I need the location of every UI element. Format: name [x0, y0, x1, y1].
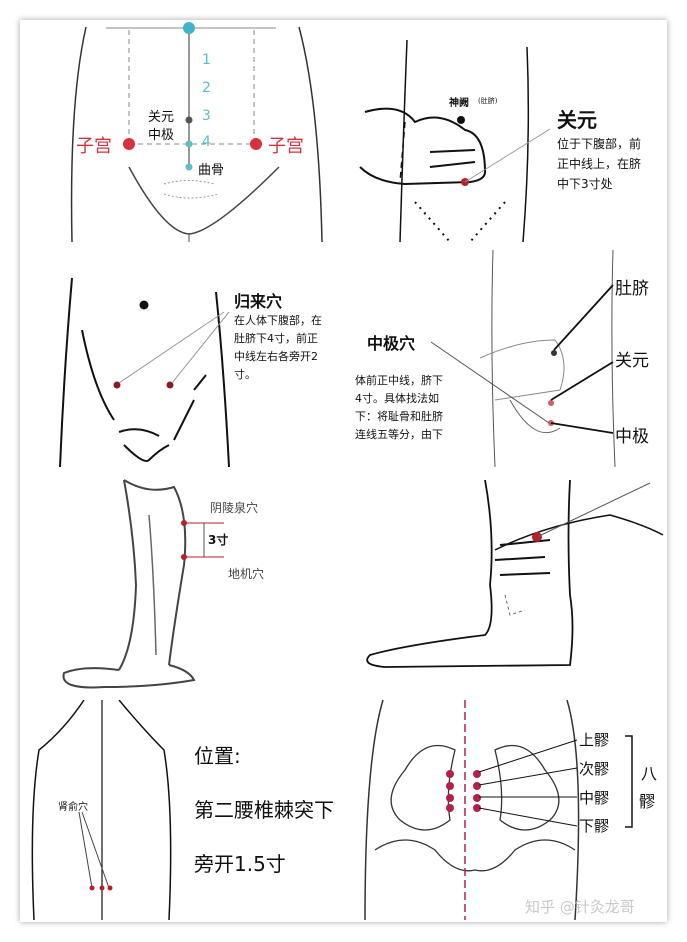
guilai-right-point	[166, 381, 174, 389]
label-ciliao: 次髎	[579, 760, 610, 778]
scale-1: 1	[202, 52, 211, 68]
label-qugu: 曲骨	[198, 163, 225, 178]
scale-4: 4	[202, 134, 211, 150]
panel-shenshu: 肾俞穴 位置: 第二腰椎棘突下 旁开1.5寸	[24, 700, 342, 920]
hand-on-abdomen-drawing	[359, 39, 551, 242]
label-zigong-left: 子宫	[76, 136, 112, 157]
navel-point	[183, 22, 195, 34]
position-line-2: 旁开1.5寸	[194, 852, 286, 876]
panel-baliao: 上髎 次髎 中髎 下髎 八 髎 知乎 @针灸龙哥	[345, 700, 665, 920]
guanyuan-desc-3: 中下3寸处	[557, 177, 613, 191]
scale-2: 2	[202, 80, 211, 96]
panel-ankle-hand	[345, 475, 665, 695]
guilai-desc-4: 寸。	[234, 368, 256, 381]
position-line-1: 第二腰椎棘突下	[194, 798, 334, 822]
label-zhongji: 中极	[148, 128, 175, 143]
zhongji-title: 中极穴	[367, 334, 416, 353]
label-guanyuan: 关元	[615, 351, 649, 371]
label-zhongliao: 中髎	[579, 789, 610, 807]
diji-point	[181, 554, 187, 560]
panel-zhongji: 中极穴 体前正中线，脐下 4寸。具体找法如 下：将耻骨和肚脐 连线五等分，由下 …	[345, 250, 665, 467]
scale-3: 3	[202, 108, 211, 124]
label-shenque: 神阙	[449, 98, 469, 109]
label-shenshu: 肾俞穴	[58, 802, 88, 813]
lower-leg-hand-drawing	[366, 479, 664, 668]
zhongji-desc-4: 连线五等分，由下	[355, 428, 443, 441]
watermark: 知乎 @针灸龙哥	[525, 898, 635, 916]
guanyuan-point	[548, 400, 554, 406]
zhongji-desc-3: 下：将耻骨和肚脐	[355, 410, 443, 423]
baliao-points	[446, 770, 481, 812]
group-label-liao: 髎	[639, 792, 656, 811]
guilai-desc-3: 中线左右各旁开2	[234, 350, 318, 363]
leg-bone-drawing	[62, 479, 224, 689]
group-label-ba: 八	[641, 764, 658, 783]
label-zhongji: 中极	[615, 427, 649, 447]
guanyuan-title: 关元	[557, 108, 597, 132]
label-yinlingquan: 阴陵泉穴	[210, 501, 259, 515]
label-navel: 肚脐	[615, 279, 649, 299]
pelvis-drawing	[364, 700, 633, 920]
yinlingquan-point	[181, 520, 187, 526]
label-xialiao: 下髎	[579, 817, 610, 835]
guilai-title: 归来穴	[234, 292, 283, 311]
label-zigong-right: 子宫	[268, 136, 304, 157]
panel-guilai: 归来穴 在人体下腹部，在 肚脐下4寸，前正 中线左右各旁开2 寸。	[24, 250, 342, 467]
zigong-right-point	[250, 138, 262, 150]
label-shangliao: 上髎	[579, 731, 610, 749]
guilai-desc-1: 在人体下腹部，在	[234, 314, 322, 327]
panel-guanyuan-zigong: 1 2 3 4 关元 中极 曲骨 子宫 子宫	[24, 22, 342, 242]
shenshu-right-point	[107, 885, 113, 891]
guanyuan-desc-1: 位于下腹部，前	[557, 137, 642, 151]
label-diji: 地机穴	[228, 567, 265, 581]
label-distance: 3寸	[208, 533, 229, 547]
lower-abdomen-front-drawing	[70, 22, 323, 242]
panel-diji: 阴陵泉穴 3寸 地机穴	[24, 475, 342, 695]
back-drawing	[31, 700, 172, 920]
zhongji-desc-1: 体前正中线，脐下	[355, 374, 443, 387]
zhongji-abdomen-drawing	[430, 250, 616, 467]
guilai-abdomen-drawing	[59, 277, 230, 467]
zhongji-desc-2: 4寸。具体找法如	[355, 392, 439, 405]
guilai-desc-2: 肚脐下4寸，前正	[234, 332, 318, 345]
panel-guanyuan-hand: 神阙 (肚脐) 关元 位于下腹部，前 正中线上，在脐 中下3寸处	[345, 22, 665, 242]
guanyuan-desc-2: 正中线上，在脐	[557, 157, 642, 171]
position-title: 位置:	[194, 744, 241, 768]
label-guanyuan: 关元	[148, 110, 175, 125]
label-shenque-note: (肚脐)	[478, 97, 498, 105]
shenshu-left-point	[89, 885, 95, 891]
guilai-left-point	[113, 381, 121, 389]
zigong-left-point	[123, 138, 135, 150]
